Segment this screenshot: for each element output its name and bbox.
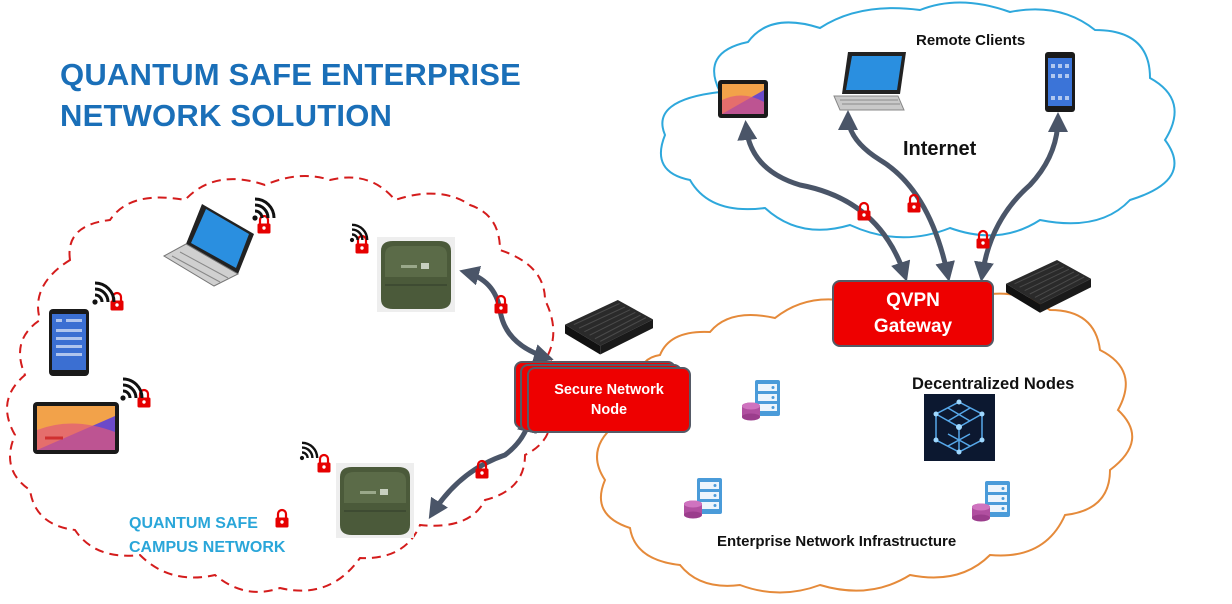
arrow-laptop-gateway — [838, 110, 955, 282]
mini-pc-icon — [564, 299, 654, 356]
qvpn-label-line-2: Gateway — [873, 315, 953, 337]
campus-label-line-2: CAMPUS NETWORK — [129, 539, 286, 556]
laptop-icon — [833, 52, 906, 111]
router-icon — [376, 236, 456, 313]
arrow-router2-node — [428, 412, 537, 520]
smartphone-icon — [1045, 52, 1075, 112]
remote-clients-label: Remote Clients — [916, 32, 1026, 49]
blockchain-cube-icon — [924, 394, 995, 461]
campus-laptop-icon — [162, 204, 254, 287]
qvpn-gateway-box: QVPN Gateway — [832, 280, 994, 347]
qvpn-label-line-1: QVPN — [886, 289, 940, 311]
campus-smartphone-icon — [49, 309, 89, 376]
decentralized-nodes-label: Decentralized Nodes — [912, 375, 1075, 393]
campus-tablet-icon — [33, 402, 119, 454]
page-title: QUANTUM SAFE ENTERPRISE NETWORK SOLUTION — [60, 54, 521, 136]
secure-node-label-line-2: Node — [590, 402, 628, 418]
secure-network-node-box: Secure Network Node — [527, 367, 691, 433]
campus-label-line-1: QUANTUM SAFE — [129, 515, 258, 532]
title-line-1: QUANTUM SAFE ENTERPRISE — [60, 57, 522, 92]
enterprise-infrastructure-label: Enterprise Network Infrastructure — [717, 533, 957, 550]
tablet-icon — [718, 80, 768, 118]
secure-node-label-line-1: Secure Network — [554, 382, 664, 398]
campus-network-label: QUANTUM SAFE CAMPUS NETWORK — [129, 512, 285, 560]
internet-label: Internet — [903, 138, 977, 160]
router-icon — [335, 462, 415, 539]
title-line-2: NETWORK SOLUTION — [60, 98, 393, 133]
